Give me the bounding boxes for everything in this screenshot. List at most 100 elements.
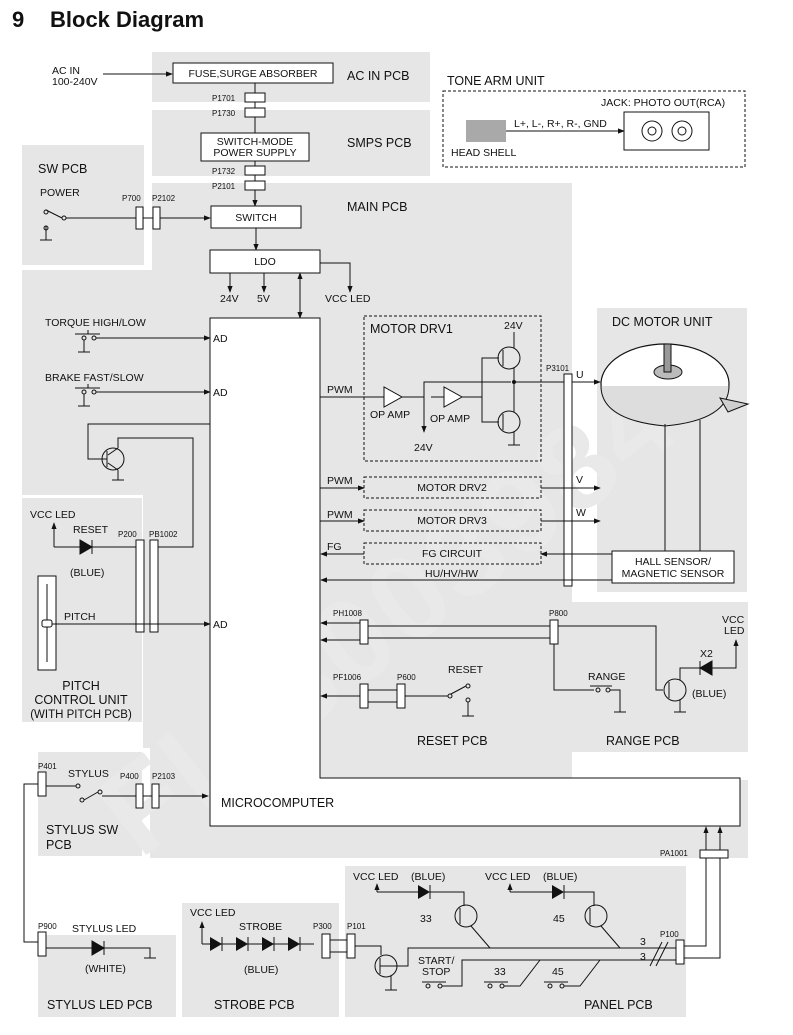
stylus-led-label: STYLUS LED [72,923,137,935]
connector-p200 [135,539,145,633]
panel-vcc-led-label-2: VCC LED [485,871,531,883]
connector-pa1001 [699,849,729,859]
stylus-led-icon [91,940,105,956]
connector-p1732-label: P1732 [212,167,236,176]
brake-ad-label: AD [213,387,228,399]
strobe-led-1-icon [210,937,223,951]
phase-v-label: V [576,474,583,486]
pitch-slider-knob[interactable] [41,619,53,628]
power-switch-contact-3 [43,225,49,231]
motor-drv3-label: MOTOR DRV3 [417,515,487,527]
dc-motor-icon [600,343,750,427]
connector-p2102-label: P2102 [152,194,176,203]
bus-count-1: 3 [640,936,646,948]
stylus-label: STYLUS [68,768,109,780]
label-24v-ldo: 24V [220,293,239,305]
stylus-led-color: (WHITE) [85,963,126,975]
rca-l-outer [641,120,663,142]
connector-p401 [37,771,47,797]
panel-led-2-color: (BLUE) [543,871,577,883]
start-stop-label-2: STOP [422,966,450,978]
panel-switch-33-label: 33 [494,966,506,978]
panel-led-1-color: (BLUE) [411,871,445,883]
bus-count-2: 3 [640,951,646,963]
connector-pf1006-label: PF1006 [333,673,362,682]
panel-vcc-led-label-1: VCC LED [353,871,399,883]
reset-contact-1 [447,693,453,699]
wire-switch-45 [564,959,601,987]
transistor-panel-45 [584,904,608,928]
smps-pcb-label: SMPS PCB [347,136,412,150]
wire-range-led [679,667,700,680]
dc-motor-unit-label: DC MOTOR UNIT [612,315,713,329]
tone-arm-unit-label: TONE ARM UNIT [447,74,545,88]
connector-p1701-label: P1701 [212,94,236,103]
connector-p700 [135,206,144,230]
strobe-led-4-icon [288,937,301,951]
strobe-led-2-icon [236,937,249,951]
tone-arm-frame [442,90,746,168]
ac-in-pcb-label: AC IN PCB [347,69,410,83]
transistor-range [663,678,687,702]
wire-panel-strobe-tr [355,945,382,955]
connector-p2101-label: P2101 [212,182,236,191]
stylus-sw-pcb-label-1: STYLUS SW [46,823,118,837]
wire-panel-33-out [470,925,491,949]
pitch-label: PITCH [64,611,96,623]
wire-range-vcc [712,639,739,669]
range-label: RANGE [588,671,625,683]
transistor-main-c [107,447,119,456]
wire-opamp1 [402,381,511,398]
strobe-pcb-region [182,903,339,1017]
op-amp-2 [443,386,464,408]
wire-transistor-led [117,437,194,548]
range-x2-label: X2 [700,648,713,660]
hall-sensor-block [611,550,735,584]
label-5v-ldo: 5V [257,293,270,305]
connector-pb1002-label: PB1002 [149,530,178,539]
rca-jack [623,111,710,151]
sw-pcb-label: SW PCB [38,162,87,176]
power-switch-lever [45,209,63,219]
wire-panel-led-1b [430,891,465,906]
connector-p900-label: P900 [38,922,57,931]
reset-pcb-label: RESET PCB [417,734,488,748]
fg-label: FG [327,541,342,553]
microcomputer-block [209,317,741,827]
fuse-block [172,62,334,84]
page-title: Block Diagram [50,7,204,32]
rca-r-inner [677,126,687,136]
transistor-drv-q2 [497,410,521,434]
wire-p100-pa1001-a [684,858,707,947]
start-stop-contact-1 [425,983,431,989]
head-shell-label: HEAD SHELL [451,147,517,159]
connector-p2103 [151,783,160,809]
pitch-control-label-2: CONTROL UNIT [34,693,128,707]
pwm-label-2: PWM [327,475,353,487]
range-contact-1 [595,687,601,693]
connector-p1732 [244,165,266,176]
transistor-panel-33 [454,904,478,928]
stylus-sw-pcb-region [38,752,142,856]
section-number: 9 [12,7,24,32]
stylus-switch-lever [83,791,99,801]
range-pcb-region [550,602,748,752]
pwm-label-1: PWM [327,384,353,396]
connector-p3101-label: P3101 [546,364,570,373]
wire-panel-led-2b [564,891,595,906]
hall-sensor-label-2: MAGNETIC SENSOR [622,568,725,580]
stylus-sw-pcb-label-2: PCB [46,838,72,852]
range-vcc-label: VCC [722,614,745,626]
connector-p600-label: P600 [397,673,416,682]
brake-label: BRAKE FAST/SLOW [45,372,144,384]
rca-l-inner [647,126,657,136]
connector-p600 [396,683,406,709]
switch-block-label: SWITCH [235,212,276,224]
wire-stylus-led-loop [23,783,38,943]
wire-p100-pa1001-b [684,858,721,959]
connector-p100-label: P100 [660,930,679,939]
sw-pcb-region [22,145,144,265]
smps-block-label-1: SWITCH-MODE [217,136,293,148]
wire-transistor-base [87,423,210,460]
range-gnd-wire [610,689,621,712]
